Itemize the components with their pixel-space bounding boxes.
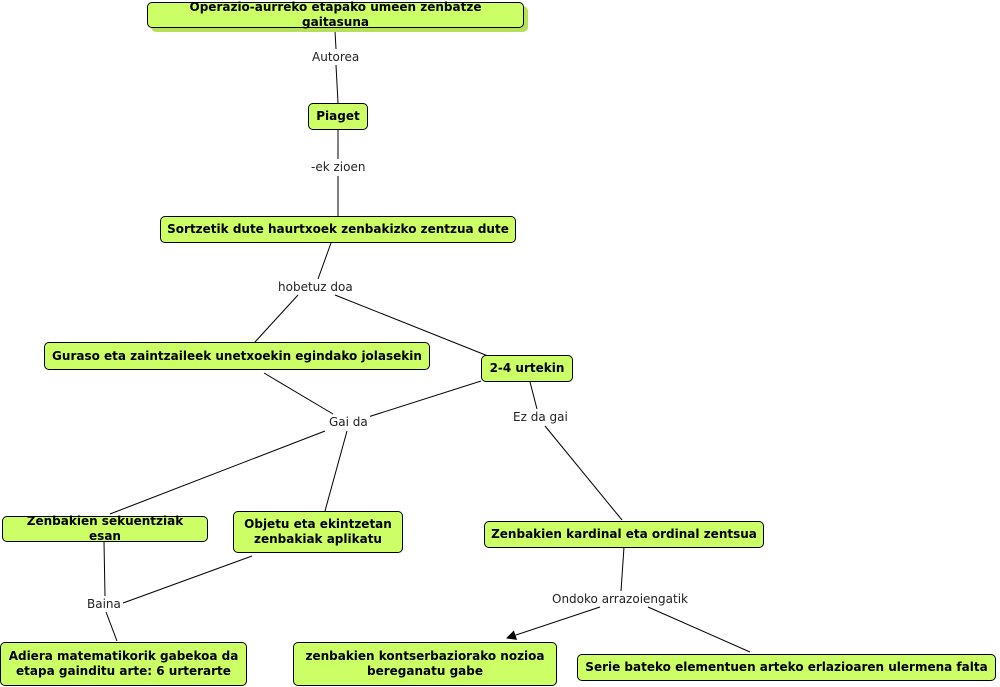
- concept-node-piaget[interactable]: Piaget: [308, 103, 368, 130]
- line-root-autorea: [334, 30, 337, 50]
- concept-node-kardinal[interactable]: Zenbakien kardinal eta ordinal zentsua: [484, 521, 764, 548]
- concept-node-sekuentzia[interactable]: Zenbakien sekuentziak esan: [2, 514, 208, 543]
- line-hobetuz-urte24: [334, 294, 489, 357]
- line-gaida-objetu: [324, 430, 348, 512]
- line-ondoko-kontserbazio: [506, 606, 601, 640]
- link-label-ez-da-gai: Ez da gai: [511, 410, 570, 424]
- link-label-autorea: Autorea: [310, 50, 362, 64]
- concept-node-kontserbazio[interactable]: zenbakien kontserbaziorako nozioa berega…: [293, 642, 557, 686]
- concept-node-serie[interactable]: Serie bateko elementuen arteko erlazioar…: [577, 654, 996, 681]
- link-label-hobetuz-doa: hobetuz doa: [276, 280, 355, 294]
- line-autorea-piaget: [335, 64, 339, 104]
- line-guraso-gaida: [263, 372, 334, 415]
- line-urte24-ezgai: [529, 381, 538, 410]
- link-label-ek-zioen: -ek zioen: [309, 160, 368, 174]
- line-gaida-sekuentzia: [109, 430, 326, 515]
- line-kardinal-ondoko: [620, 546, 625, 592]
- concept-node-sortzetik[interactable]: Sortzetik dute haurtxoek zenbakizko zent…: [160, 216, 516, 243]
- concept-node-2-4-urtekin[interactable]: 2-4 urtekin: [481, 355, 573, 382]
- link-label-baina: Baina: [85, 597, 123, 611]
- line-hobetuz-guraso: [254, 294, 299, 343]
- line-sekuentzia-baina: [103, 541, 106, 597]
- line-sortzetik-hobetuz: [317, 242, 332, 280]
- line-urte24-gaida: [367, 380, 482, 418]
- line-baina-adiera: [105, 611, 118, 642]
- concept-node-guraso[interactable]: Guraso eta zaintzaileek unetxoekin egind…: [44, 342, 430, 370]
- line-objetu-baina: [122, 555, 253, 604]
- line-ondoko-serie: [647, 606, 751, 653]
- line-ezgai-kardinal: [544, 425, 623, 521]
- link-label-gai-da: Gai da: [327, 415, 370, 429]
- concept-node-objetu[interactable]: Objetu eta ekintzetan zenbakiak aplikatu: [233, 511, 403, 553]
- link-label-ondoko-arrazoiengatik: Ondoko arrazoiengatik: [550, 592, 690, 606]
- concept-node-adiera[interactable]: Adiera matematikorik gabekoa da etapa ga…: [0, 642, 247, 686]
- concept-node-root[interactable]: Operazio-aurreko etapako umeen zenbatze …: [147, 0, 524, 29]
